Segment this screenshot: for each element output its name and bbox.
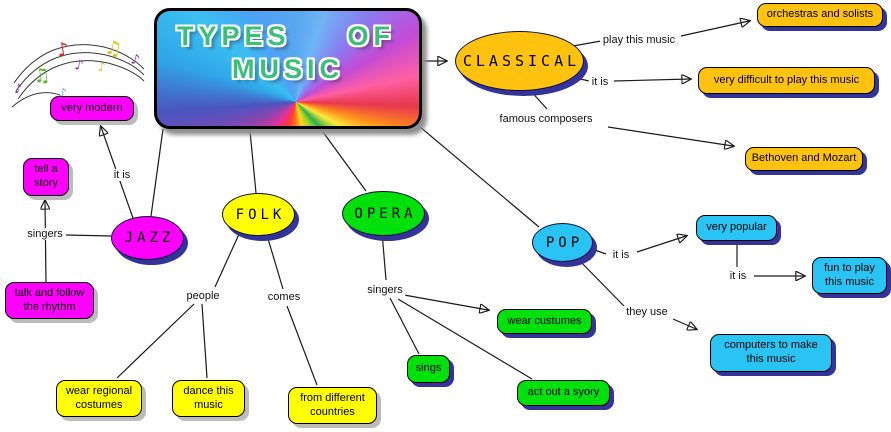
box-talk-and-follow[interactable]: talk and follow the rhythm: [5, 282, 94, 319]
box-wear-regional[interactable]: wear regional costumes: [56, 380, 142, 417]
link-title-jazz[interactable]: [150, 128, 164, 217]
node-folk-label: FOLK: [235, 206, 286, 223]
link-people-dance[interactable]: [201, 303, 208, 379]
box-fun-to-play[interactable]: fun to play this music: [812, 257, 887, 294]
note-glyphs-icon: ♪ ♪ ♫ ♪ ♫ ♪ ♪ ♪: [14, 36, 141, 102]
link-folk-comes[interactable]: [265, 231, 284, 290]
link-singers-sings[interactable]: [389, 297, 420, 355]
box-orchestras[interactable]: orchestras and solists: [757, 3, 883, 27]
link-classical-itis[interactable]: [571, 76, 590, 82]
svg-text:♪: ♪: [55, 38, 71, 62]
node-pop[interactable]: POP: [532, 223, 593, 262]
label-it-is-pop[interactable]: it is: [609, 249, 633, 261]
svg-text:♪: ♪: [129, 51, 141, 69]
node-classical-label: CLASSICAL: [462, 52, 581, 70]
label-singers-jazz[interactable]: singers: [24, 228, 66, 240]
label-famous-composers[interactable]: famous composers: [496, 113, 596, 125]
title-word-of: OF: [347, 21, 395, 51]
node-jazz[interactable]: JAZZ: [111, 216, 184, 260]
node-pop-label: POP: [545, 234, 584, 251]
title-word-types: TYPES: [177, 21, 291, 51]
box-act-out[interactable]: act out a syory: [517, 380, 610, 406]
link-pop-theyuse[interactable]: [573, 254, 625, 307]
box-tell-a-story[interactable]: tell a story: [23, 158, 69, 196]
title-line-1: TYPES OF: [157, 11, 419, 52]
label-singers-opera[interactable]: singers: [364, 284, 406, 296]
svg-text:♪: ♪: [14, 82, 22, 97]
svg-text:♫: ♫: [103, 36, 124, 61]
label-comes[interactable]: comes: [264, 291, 304, 303]
box-computers[interactable]: computers to make this music: [710, 334, 832, 372]
box-dance-this[interactable]: dance this music: [172, 380, 245, 417]
box-very-modern[interactable]: very modern: [50, 96, 134, 121]
svg-text:♫: ♫: [32, 64, 52, 88]
title-line-2: MUSIC: [157, 54, 419, 85]
label-play-this-music[interactable]: play this music: [599, 34, 679, 46]
title-word-music: MUSIC: [232, 54, 344, 84]
box-from-different[interactable]: from different countries: [288, 387, 377, 424]
link-title-folk[interactable]: [249, 130, 257, 194]
link-singers-actout[interactable]: [397, 298, 533, 380]
link-comes-fromdifferent[interactable]: [286, 305, 318, 386]
link-play-orchestras[interactable]: [680, 21, 749, 37]
link-talk-tellstory[interactable]: [45, 201, 46, 283]
label-people[interactable]: people: [183, 290, 223, 302]
link-people-wearregional[interactable]: [116, 303, 195, 379]
label-it-is-classical[interactable]: it is: [588, 76, 612, 88]
link-itis-verypopular[interactable]: [636, 236, 686, 253]
node-folk[interactable]: FOLK: [222, 193, 295, 236]
label-it-is-pop2[interactable]: it is: [726, 270, 750, 282]
title-image-node[interactable]: TYPES OF MUSIC: [154, 8, 422, 129]
node-classical[interactable]: CLASSICAL: [455, 31, 584, 91]
link-title-pop[interactable]: [412, 120, 540, 228]
node-opera[interactable]: OPERA: [342, 191, 425, 236]
link-opera-singers[interactable]: [381, 231, 387, 281]
box-very-popular[interactable]: very popular: [696, 215, 777, 241]
link-singers-wearcustumes[interactable]: [403, 294, 488, 310]
box-wear-custumes[interactable]: wear custumes: [497, 309, 592, 334]
label-they-use[interactable]: they use: [623, 306, 671, 318]
staff-lines-icon: [11, 44, 145, 108]
link-pop-itis[interactable]: [588, 247, 607, 255]
link-classical-play[interactable]: [572, 40, 602, 47]
label-it-is-jazz[interactable]: it is: [110, 169, 134, 181]
svg-text:♪: ♪: [73, 57, 84, 74]
music-notes-image[interactable]: ♪ ♪ ♫ ♪ ♫ ♪ ♪ ♪: [8, 25, 148, 117]
link-theyuse-computers[interactable]: [672, 318, 696, 329]
box-bethoven-mozart[interactable]: Bethoven and Mozart: [745, 147, 863, 171]
svg-text:♪: ♪: [58, 86, 68, 102]
node-opera-label: OPERA: [354, 205, 417, 222]
box-very-difficult[interactable]: very difficult to play this music: [698, 67, 875, 94]
link-folk-people[interactable]: [214, 231, 241, 288]
box-sings[interactable]: sings: [407, 355, 450, 383]
link-title-opera[interactable]: [322, 131, 367, 192]
svg-text:♪: ♪: [98, 60, 106, 74]
link-itis-difficult[interactable]: [613, 79, 690, 81]
link-jazz-singers[interactable]: [65, 234, 112, 237]
link-famous-bethoven[interactable]: [607, 126, 733, 146]
link-classical-famous[interactable]: [527, 87, 548, 110]
node-jazz-label: JAZZ: [124, 230, 175, 246]
